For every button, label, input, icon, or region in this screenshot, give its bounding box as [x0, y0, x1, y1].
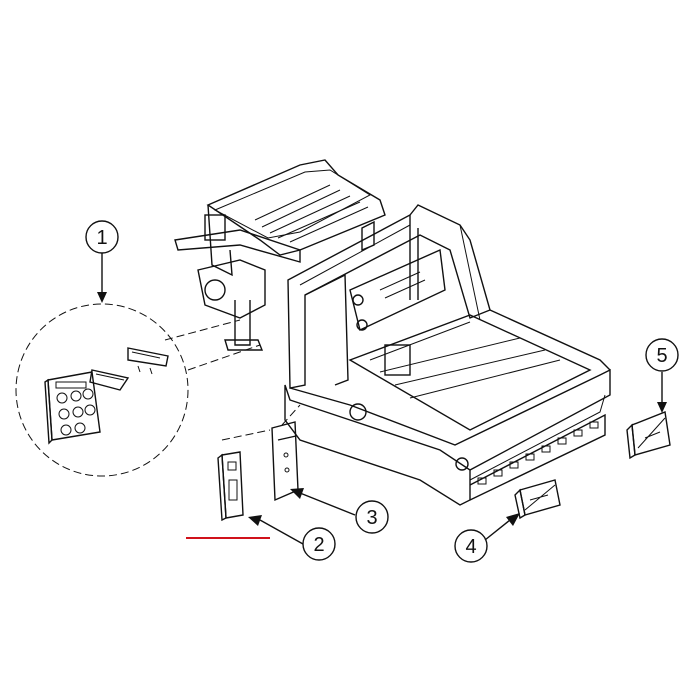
- callout-4: 4: [454, 529, 488, 563]
- block-part-5: [626, 411, 671, 460]
- callout-2-label: 2: [313, 534, 324, 556]
- block-part-4: [514, 479, 561, 520]
- leader-lines: [97, 253, 667, 545]
- callout-2: 2: [302, 527, 336, 561]
- bracket-part-2: [217, 429, 271, 522]
- callout-5-label: 5: [656, 345, 667, 367]
- callout-1-label: 1: [96, 227, 107, 249]
- detail-view-dash-panel: [15, 303, 261, 477]
- bracket-part-3: [271, 404, 301, 502]
- callout-4-label: 4: [465, 536, 476, 558]
- callout-3-label: 3: [366, 507, 377, 529]
- machine-frame: [174, 159, 611, 506]
- callout-3: 3: [355, 500, 389, 534]
- callout-5: 5: [645, 338, 679, 372]
- callout-1: 1: [85, 220, 119, 254]
